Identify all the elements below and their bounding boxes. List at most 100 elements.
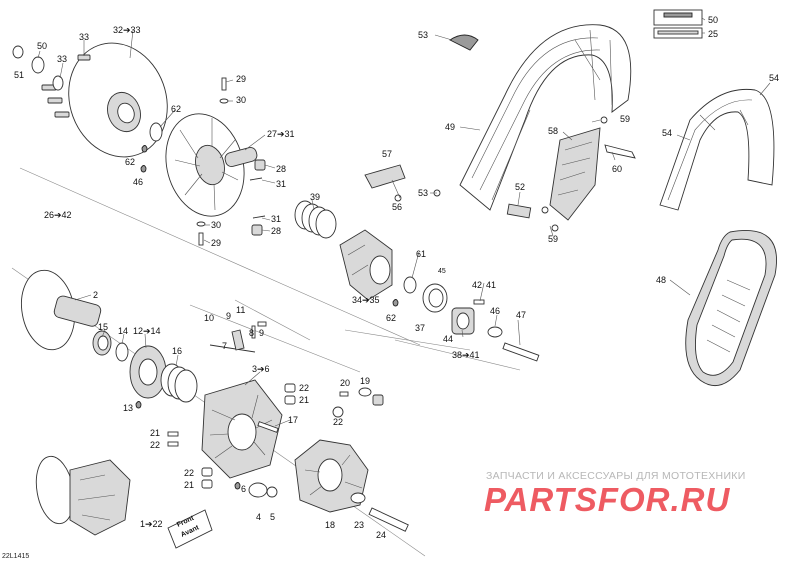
callout: 4	[256, 512, 261, 522]
watermark-logo: PARTSFOR.RU	[484, 481, 731, 518]
callout: 29	[211, 238, 221, 248]
callout: 33	[79, 32, 89, 42]
governor-cup-38-41	[451, 299, 485, 335]
callout: 9	[259, 328, 264, 338]
callout: 50	[37, 41, 47, 51]
callout: 23	[354, 520, 364, 530]
callout-range: 26➔42	[44, 210, 72, 220]
front-direction-sign	[167, 509, 213, 549]
drive-pulley-washers	[12, 45, 64, 91]
callout: 5	[270, 512, 275, 522]
callout: 14	[118, 326, 128, 336]
callout: 59	[548, 234, 558, 244]
callout: 46	[133, 177, 143, 187]
callout: 20	[340, 378, 350, 388]
callout: 37	[415, 323, 425, 333]
callout-range: 12➔14	[133, 326, 161, 336]
callout: 52	[515, 182, 525, 192]
callout: 15	[98, 322, 108, 332]
ramp-support-18	[294, 439, 369, 513]
callout: 31	[276, 179, 286, 189]
callout: 19	[360, 376, 370, 386]
callout-labels: 32➔33 33 50 33 51 62 62 46 29 30 27➔31 2…	[14, 15, 779, 540]
drive-belt-48	[685, 230, 777, 387]
retainer-56	[364, 164, 406, 189]
callout: 8	[249, 328, 254, 338]
washer-44	[487, 326, 503, 338]
grease-drop-icon	[234, 482, 241, 490]
callout: 41	[486, 280, 496, 290]
callout-range: 38➔41	[452, 350, 480, 360]
callout: 48	[656, 275, 666, 285]
ramp-parts-19-20-22	[332, 387, 384, 418]
callout: 53	[418, 30, 428, 40]
callout: 30	[236, 95, 246, 105]
drive-pulley-screws	[41, 54, 91, 118]
callout: 54	[662, 128, 672, 138]
pulley-bolt-45	[502, 342, 540, 362]
bushings-4-5	[248, 482, 278, 498]
figure-code: 22L1415	[2, 553, 30, 560]
grease-drop-icon	[141, 145, 148, 153]
driven-pulley-fixed-half	[21, 269, 102, 351]
callout: 50	[708, 15, 718, 25]
guard-knob-53	[449, 34, 479, 51]
callout: 10	[204, 313, 214, 323]
bushing-61-upper	[149, 122, 163, 142]
bushing-61-lower	[403, 276, 417, 294]
callout: 44	[443, 334, 453, 344]
callout: 22	[150, 440, 160, 450]
callout-range: 1➔22	[140, 519, 163, 529]
spider-assembly	[339, 229, 393, 301]
bracket-51	[506, 203, 532, 219]
slider-shoes-21-22	[167, 383, 296, 489]
callout: 58	[548, 126, 558, 136]
cam-pins-7-11	[209, 321, 267, 353]
callout: 25	[708, 29, 718, 39]
callout: 42	[472, 280, 482, 290]
washer-23	[350, 492, 366, 504]
callout: 31	[271, 214, 281, 224]
driven-pulley-movable-half	[201, 379, 283, 479]
callout: 18	[325, 520, 335, 530]
grease-drop-icon	[392, 299, 399, 307]
callout: 22	[184, 468, 194, 478]
drive-pulley-fixed-half	[68, 42, 168, 158]
bolt-17	[257, 421, 279, 433]
callout: 7	[222, 341, 227, 351]
callout: 61	[416, 249, 426, 259]
callout: 16	[172, 346, 182, 356]
leader-lines	[37, 17, 771, 427]
grease-drop-icon	[140, 165, 147, 173]
callout: 11	[236, 305, 245, 315]
callout: 62	[125, 157, 135, 167]
callout: 22	[333, 417, 343, 427]
callout: 56	[392, 202, 402, 212]
spring-16	[160, 363, 198, 403]
callout: 39	[310, 192, 320, 202]
callout: 9	[226, 311, 231, 321]
callout: 13	[123, 403, 133, 413]
callout: 54	[769, 73, 779, 83]
washer-14	[115, 342, 129, 362]
callout: 45	[438, 268, 446, 275]
spring-36	[294, 200, 337, 239]
drive-pulley-movable-half	[165, 113, 258, 217]
belt-guard-49	[459, 24, 632, 211]
callout: 2	[93, 290, 98, 300]
callout: 24	[376, 530, 386, 540]
callout: 29	[236, 74, 246, 84]
callout-range: 34➔35	[352, 295, 380, 305]
callout: 60	[612, 164, 622, 174]
callout: 21	[299, 395, 309, 405]
driven-pulley-complete-1-22	[35, 455, 131, 536]
callout: 59	[620, 114, 630, 124]
callout: 28	[276, 164, 286, 174]
callout: 17	[288, 415, 298, 425]
callout: 51	[14, 70, 24, 80]
warning-labels-50-25	[653, 9, 703, 39]
callout: 62	[386, 313, 396, 323]
callout: 30	[211, 220, 221, 230]
callout: 53	[418, 188, 428, 198]
